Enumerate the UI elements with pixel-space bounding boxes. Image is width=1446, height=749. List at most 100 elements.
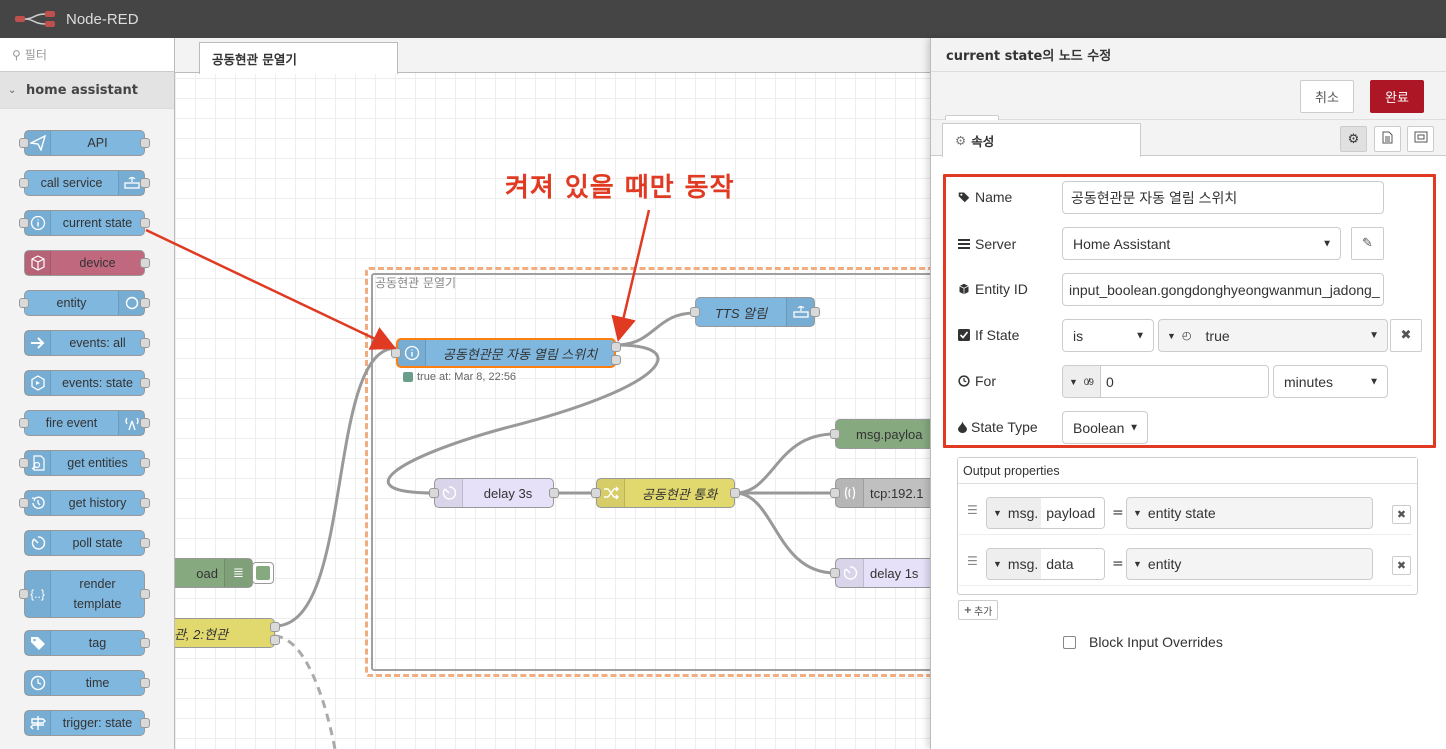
tab-flow[interactable]: 공동현관 문열기 — [199, 42, 398, 74]
property-value-typed[interactable]: ▼ entity — [1126, 548, 1373, 580]
done-button[interactable]: 완료 — [1370, 80, 1424, 113]
block-input-overrides[interactable]: Block Input Overrides — [1063, 634, 1223, 650]
annotation-text: 켜져 있을 때만 동작 — [505, 173, 735, 203]
cancel-button[interactable]: 취소 — [1300, 80, 1354, 113]
output-port — [810, 307, 820, 317]
for-value: 0 — [1100, 366, 1268, 397]
output-port — [140, 258, 150, 268]
tcp-node[interactable]: tcp:192.1 — [830, 478, 930, 508]
equals-sign: = — [1112, 556, 1124, 572]
input-port — [19, 298, 29, 308]
palette-node-events-all[interactable]: events: all — [24, 330, 150, 356]
palette-node-label: entity — [56, 296, 87, 310]
palette-node-get-history[interactable]: get history — [19, 490, 150, 516]
palette-node-label: poll state — [72, 536, 123, 550]
palette-node-label: tag — [88, 636, 107, 650]
tab-properties-label: 속성 — [971, 134, 995, 149]
property-value-typed[interactable]: ▼ entity state — [1126, 497, 1373, 529]
palette-node-tag[interactable]: tag — [24, 630, 150, 656]
flow-workspace[interactable]: 공동현관 문열기 공동현관 문열기 oad ≣ 현관, 2:현관 TTS 알림 — [175, 38, 930, 749]
change-node[interactable]: 공동현관 통화 — [591, 478, 740, 508]
output-port — [270, 622, 280, 632]
grip-icon[interactable]: ☰ — [967, 554, 978, 568]
block-input-checkbox[interactable] — [1063, 635, 1076, 649]
node-label: oad — [196, 565, 218, 581]
info-circle-icon — [25, 211, 51, 235]
debug-node[interactable]: oad ≣ — [175, 558, 274, 588]
palette-node-entity[interactable]: entity — [19, 290, 150, 316]
name-input[interactable]: 공동현관문 자동 열림 스위치 — [1062, 181, 1384, 214]
tcp-icon — [836, 479, 864, 507]
chevron-down-icon: ▼ — [1369, 330, 1379, 341]
close-icon: ✖ — [1400, 328, 1412, 343]
remove-property-button[interactable]: ✖ — [1392, 505, 1411, 524]
for-unit-select[interactable]: minutes ▼ — [1273, 365, 1388, 398]
ifstate-operator-select[interactable]: is ▼ — [1062, 319, 1154, 352]
grip-icon[interactable]: ☰ — [967, 503, 978, 517]
server-select[interactable]: Home Assistant ▼ — [1062, 227, 1341, 260]
palette-node-current-state[interactable]: current state — [19, 210, 150, 236]
palette-category-header[interactable]: ⌄ home assistant — [0, 72, 174, 109]
entity-id-input[interactable]: input_boolean.gongdonghyeongwanmun_jadon… — [1062, 273, 1384, 306]
node-label: delay 3s — [483, 485, 533, 501]
edit-server-button[interactable]: ✎ — [1351, 227, 1384, 260]
server-label-text: Server — [975, 236, 1017, 252]
current-state-node[interactable]: 공동현관문 자동 열림 스위치 — [391, 338, 621, 368]
node-label: 공동현관문 자동 열림 스위치 — [442, 346, 598, 362]
palette-node-events-state[interactable]: events: state — [24, 370, 150, 396]
palette-node-time[interactable]: time — [24, 670, 150, 696]
remove-property-button[interactable]: ✖ — [1392, 556, 1411, 575]
tag-icon — [25, 631, 51, 655]
output-port — [140, 298, 150, 308]
property-name-typed[interactable]: ▼ msg. data — [986, 548, 1105, 580]
ifstate-value-typed[interactable]: ▼ ◴ true ▼ — [1158, 319, 1388, 352]
block-input-label: Block Input Overrides — [1089, 634, 1223, 650]
equals-sign: = — [1112, 505, 1124, 521]
switch-node-partial[interactable]: 현관, 2:현관 — [175, 618, 280, 648]
tray-title-text: current state의 노드 수정 — [946, 49, 1112, 64]
output-port — [549, 488, 559, 498]
palette-node-call-service[interactable]: call service — [19, 170, 150, 196]
property-value: entity state — [1147, 505, 1216, 521]
node-label: tcp:192.1 — [870, 485, 924, 501]
for-value-typed[interactable]: ▼ 0̸9 0 — [1062, 365, 1269, 398]
palette-node-fire-event[interactable]: fire event — [19, 410, 150, 436]
settings-tab-button[interactable]: ⚙ — [1340, 126, 1367, 152]
ifstate-operator-value: is — [1073, 327, 1084, 344]
palette-node-get-entities[interactable]: get entities — [19, 450, 150, 476]
statetype-select[interactable]: Boolean ▼ — [1062, 411, 1148, 444]
output-port — [611, 342, 621, 352]
palette-node-trigger-state[interactable]: trigger: state — [24, 710, 150, 736]
server-value: Home Assistant — [1073, 235, 1171, 252]
output-port — [140, 538, 150, 548]
timer-icon — [435, 479, 463, 507]
delay-3s-node[interactable]: delay 3s — [429, 478, 559, 508]
tts-node[interactable]: TTS 알림 — [690, 297, 820, 327]
clear-ifstate-button[interactable]: ✖ — [1390, 319, 1422, 352]
palette-node-poll-state[interactable]: poll state — [24, 530, 150, 556]
add-property-button[interactable]: +추가 — [958, 600, 998, 620]
cube-icon — [25, 251, 51, 275]
caret-down-icon: ▼ — [1133, 508, 1142, 518]
palette-node-api[interactable]: API — [19, 130, 150, 156]
input-port — [19, 418, 29, 428]
output-port — [140, 589, 150, 599]
appearance-tab-button[interactable] — [1407, 126, 1434, 152]
timer-icon — [25, 531, 51, 555]
palette-node-device[interactable]: device — [24, 250, 150, 276]
palette-node-render-template[interactable]: {..} render template — [19, 570, 150, 618]
output-port — [140, 178, 150, 188]
for-label-text: For — [975, 373, 996, 389]
description-tab-button[interactable] — [1374, 126, 1401, 152]
ifstate-label: If State — [958, 327, 1019, 343]
palette-filter[interactable]: ⚲ 필터 — [0, 38, 174, 72]
entity-label-text: Entity ID — [975, 281, 1028, 297]
msg-payload-node[interactable]: msg.payloa — [830, 419, 930, 449]
debug-toggle[interactable] — [252, 562, 274, 584]
property-name-typed[interactable]: ▼ msg. payload — [986, 497, 1105, 529]
input-port — [830, 488, 840, 498]
output-property-row: ☰ ▼ msg. data = ▼ entity ✖ — [959, 540, 1412, 586]
delay-1s-node[interactable]: delay 1s — [830, 558, 930, 588]
signal-icon — [118, 411, 144, 435]
tab-properties[interactable]: ⚙ 속성 — [942, 123, 1141, 157]
